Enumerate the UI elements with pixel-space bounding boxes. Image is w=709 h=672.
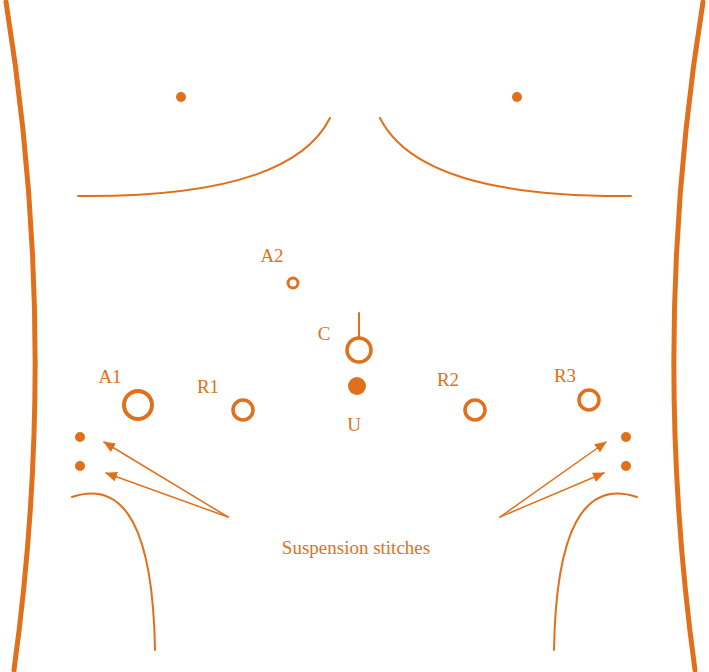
- port-label: C: [318, 324, 331, 345]
- port-label: A2: [260, 246, 283, 267]
- port-label: R1: [197, 377, 219, 398]
- port-label: A1: [98, 367, 121, 388]
- port-label: U: [347, 415, 361, 436]
- port-label: R2: [437, 370, 459, 391]
- callout-text: Suspension stitches: [282, 538, 430, 559]
- port-label: R3: [554, 366, 576, 387]
